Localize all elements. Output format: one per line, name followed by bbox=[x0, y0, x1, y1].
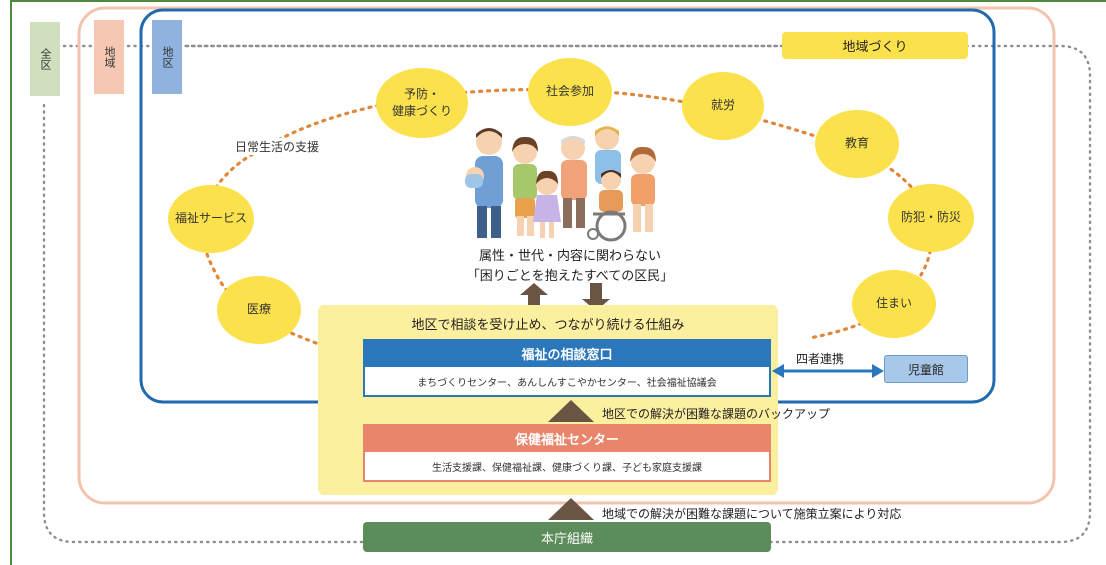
yonsha-renkei-label: 四者連携 bbox=[796, 352, 845, 366]
chiiki-zukuri-label: 地域づくり bbox=[782, 32, 968, 59]
circle-bohan-bosai: 防犯・防災 bbox=[888, 184, 974, 252]
circle-shuro: 就労 bbox=[682, 72, 764, 140]
circle-sumai: 住まい bbox=[852, 270, 936, 338]
fukushi-madoguchi-header: 福祉の相談窓口 bbox=[363, 339, 771, 367]
fukushi-madoguchi-members: まちづくりセンター、あんしんすこやかセンター、社会福祉協議会 bbox=[363, 367, 771, 397]
chiiki-tag: 地域 bbox=[94, 20, 124, 94]
backup-note: 地区での解決が困難な課題のバックアップ bbox=[602, 407, 831, 421]
father-figure bbox=[465, 128, 503, 238]
family-illustration bbox=[465, 126, 656, 242]
circle-fukushi-service: 福祉サービス bbox=[168, 185, 254, 253]
double-arrow bbox=[772, 364, 884, 378]
wheelchair-figure bbox=[587, 170, 627, 242]
circle-iryo: 医療 bbox=[217, 276, 301, 344]
policy-arrow bbox=[548, 498, 594, 520]
policy-note: 地域での解決が困難な課題について施策立案により対応 bbox=[602, 507, 902, 521]
circle-yobo: 予防・ 健康づくり bbox=[376, 68, 468, 138]
residents-caption-line1: 属性・世代・内容に関わらない bbox=[478, 249, 661, 264]
chiku-tag: 地区 bbox=[152, 20, 182, 94]
left-green-edge bbox=[10, 0, 12, 565]
zenku-tag: 全区 bbox=[30, 22, 60, 96]
circle-shakai-sanka: 社会参加 bbox=[528, 58, 612, 126]
residents-caption-line2: 「困りごとを抱えたすべての区民」 bbox=[466, 269, 674, 284]
girl-figure bbox=[533, 170, 561, 238]
backup-arrow bbox=[548, 400, 594, 422]
circle-kyoiku: 教育 bbox=[815, 110, 899, 178]
zenku-dotted-boundary bbox=[30, 44, 1092, 544]
exchange-arrows bbox=[520, 283, 610, 311]
grandfather-figure bbox=[561, 136, 587, 228]
hoken-center-header: 保健福祉センター bbox=[363, 424, 771, 452]
hoken-center-members: 生活支援課、保健福祉課、健康づくり課、子ども家庭支援課 bbox=[363, 452, 771, 482]
woman-figure bbox=[512, 136, 538, 236]
framework-title: 地区で相談を受け止め、つながり続ける仕組み bbox=[411, 318, 685, 333]
down-arrow bbox=[582, 283, 610, 311]
jidokan-box: 児童館 bbox=[884, 355, 968, 383]
up-arrow bbox=[520, 283, 548, 311]
grandmother-figure bbox=[630, 146, 656, 232]
honcho-box: 本庁組織 bbox=[363, 522, 771, 552]
residents-caption: 属性・世代・内容に関わらない 「困りごとを抱えたすべての区民」 bbox=[420, 247, 720, 287]
top-green-edge bbox=[10, 0, 1106, 2]
label-nichijo-shien: 日常生活の支援 bbox=[232, 138, 323, 155]
